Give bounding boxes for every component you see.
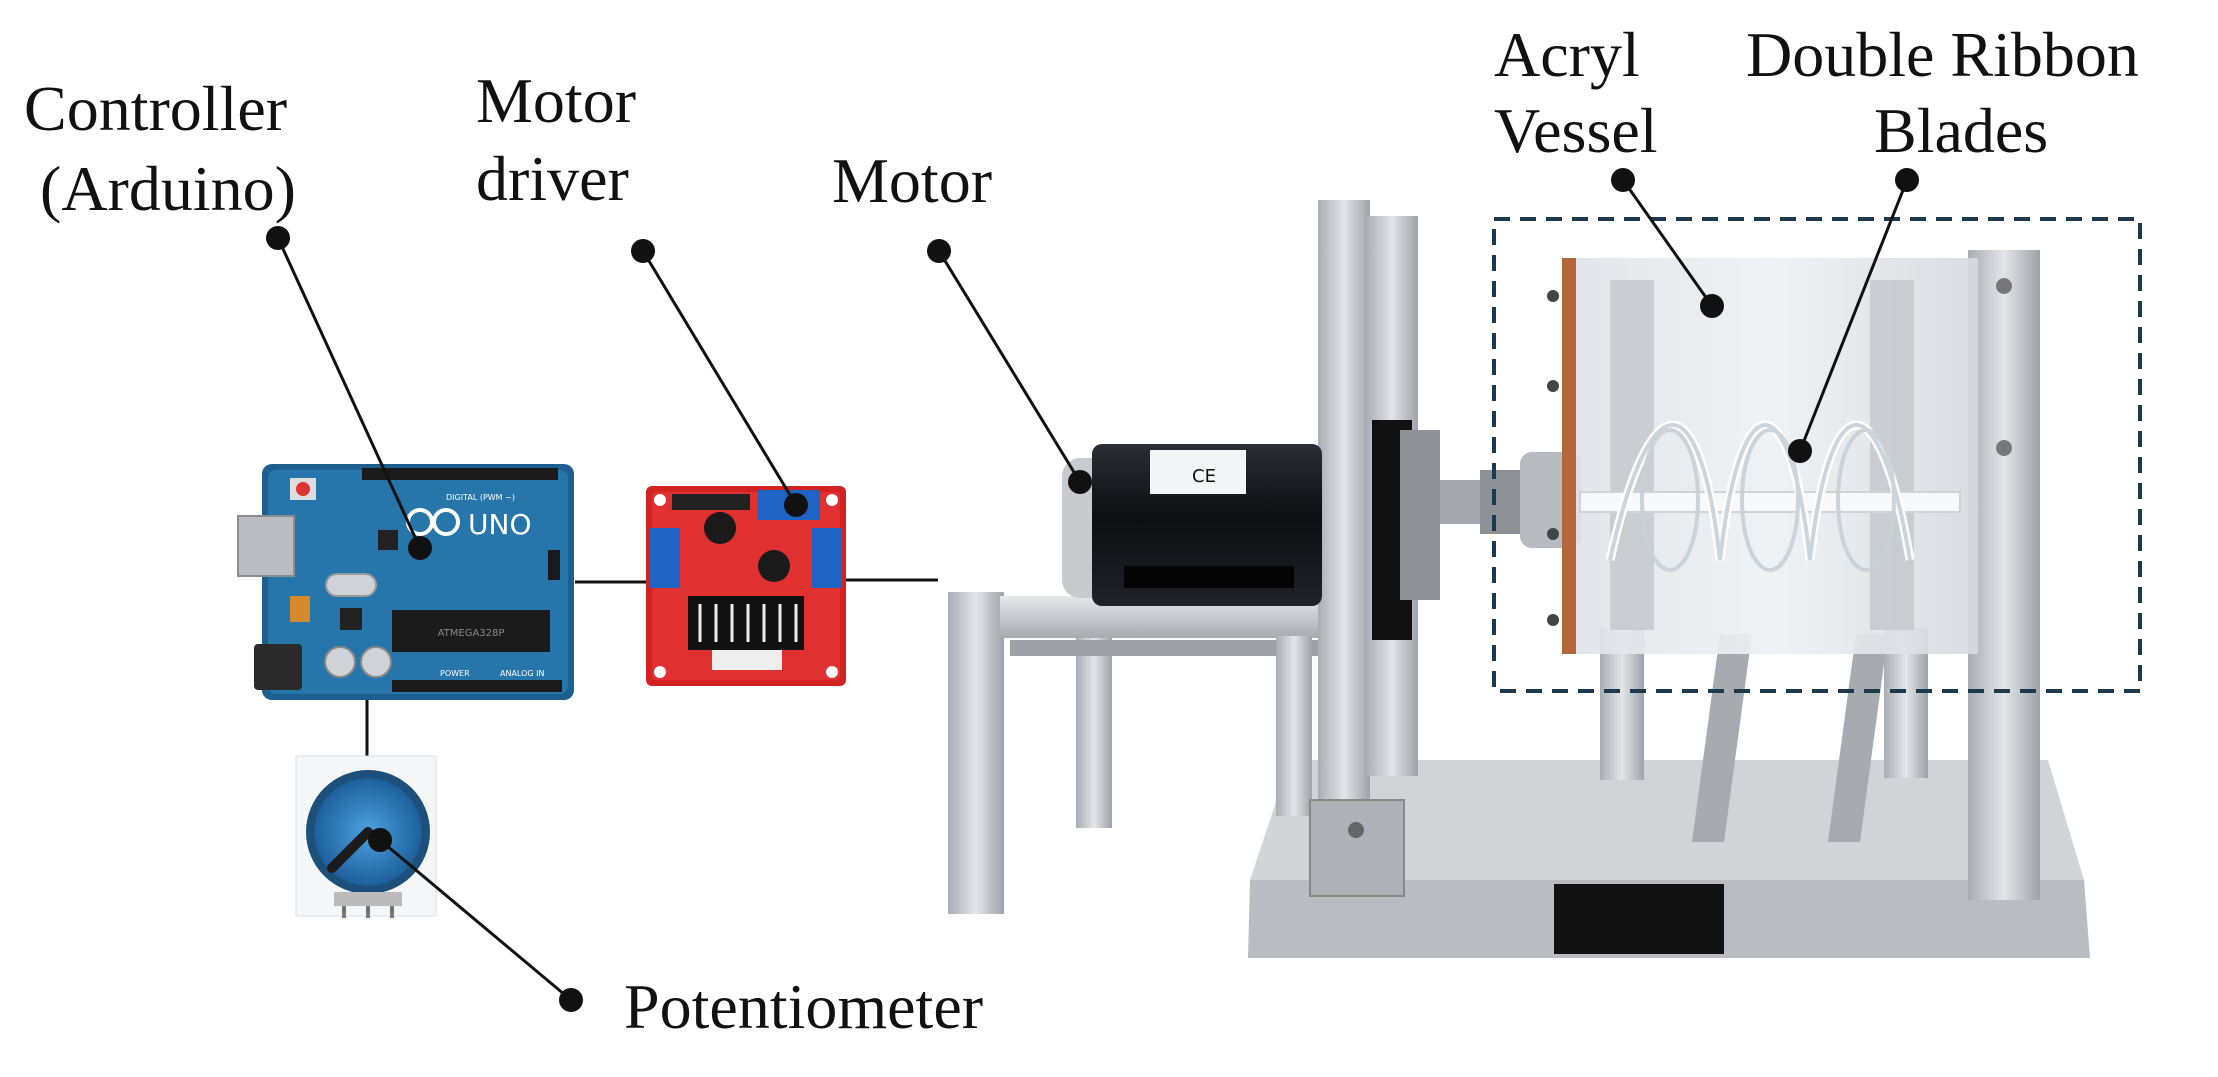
leader-acryl-vessel <box>1621 179 1714 307</box>
leader-motor-driver <box>641 250 798 506</box>
label-acryl-line1: Acryl <box>1494 19 1640 90</box>
analog-header <box>392 680 562 692</box>
mixer-shaft <box>1579 491 1961 513</box>
motor-sticker-text: CE <box>1192 466 1216 487</box>
arduino-board: ATMEGA328P UNO DIGITAL (PWM ~) POWER ANA… <box>237 464 574 700</box>
dot-controller <box>266 226 290 250</box>
digital-text: DIGITAL (PWM ~) <box>446 493 515 502</box>
atmega-chip <box>392 610 550 652</box>
board-brand-text: UNO <box>468 508 531 541</box>
reset-button-icon <box>296 482 310 496</box>
label-controller-line2: (Arduino) <box>40 153 296 224</box>
vessel-flange <box>1562 258 1576 654</box>
label-motor-driver-line2: driver <box>476 143 629 214</box>
profile-post-left <box>948 592 1004 914</box>
vessel-highlight-box <box>1492 217 2142 693</box>
terminal-block-right <box>812 528 842 588</box>
label-ribbon-line1: Double Ribbon <box>1746 19 2139 90</box>
callout-lines <box>266 168 1919 1012</box>
label-motor: Motor <box>832 145 992 216</box>
power-text: POWER <box>440 669 470 678</box>
label-ribbon-line2: Blades <box>1874 95 2048 166</box>
label-potentiometer: Potentiometer <box>624 971 983 1042</box>
terminal-block-left <box>650 528 680 588</box>
chip-label: ATMEGA328P <box>438 628 505 639</box>
label-acryl-line2: Vessel <box>1494 95 1658 166</box>
leader-controller <box>276 237 422 549</box>
label-controller-line1: Controller <box>24 73 287 144</box>
potentiometer <box>295 755 437 918</box>
base-clip <box>1554 884 1724 954</box>
dot-potentiometer <box>559 988 583 1012</box>
dot-motor <box>927 239 951 263</box>
leader-ribbon-blades <box>1798 179 1909 452</box>
dot-motor-driver <box>631 239 655 263</box>
dot-ribbon-blades <box>1895 168 1919 192</box>
dot-acryl-vessel <box>1611 168 1635 192</box>
labels: Controller (Arduino) Motor driver Motor … <box>24 19 2139 1042</box>
right-post <box>1968 250 2040 900</box>
motor-sticker <box>1150 450 1246 494</box>
motor-driver-board <box>646 486 846 686</box>
motor-body <box>1092 444 1322 606</box>
leader-motor <box>937 250 1082 483</box>
usb-port <box>237 515 295 577</box>
digital-header <box>362 468 558 480</box>
analog-text: ANALOG IN <box>500 669 545 678</box>
leader-potentiometer <box>379 838 572 1002</box>
power-jack <box>254 644 302 690</box>
mixer-apparatus: CE <box>948 200 2090 958</box>
pot-knob-indicator <box>327 827 373 873</box>
connection-wires <box>365 578 938 758</box>
vertical-frame <box>1318 200 1370 860</box>
label-motor-driver-line1: Motor <box>476 65 636 136</box>
